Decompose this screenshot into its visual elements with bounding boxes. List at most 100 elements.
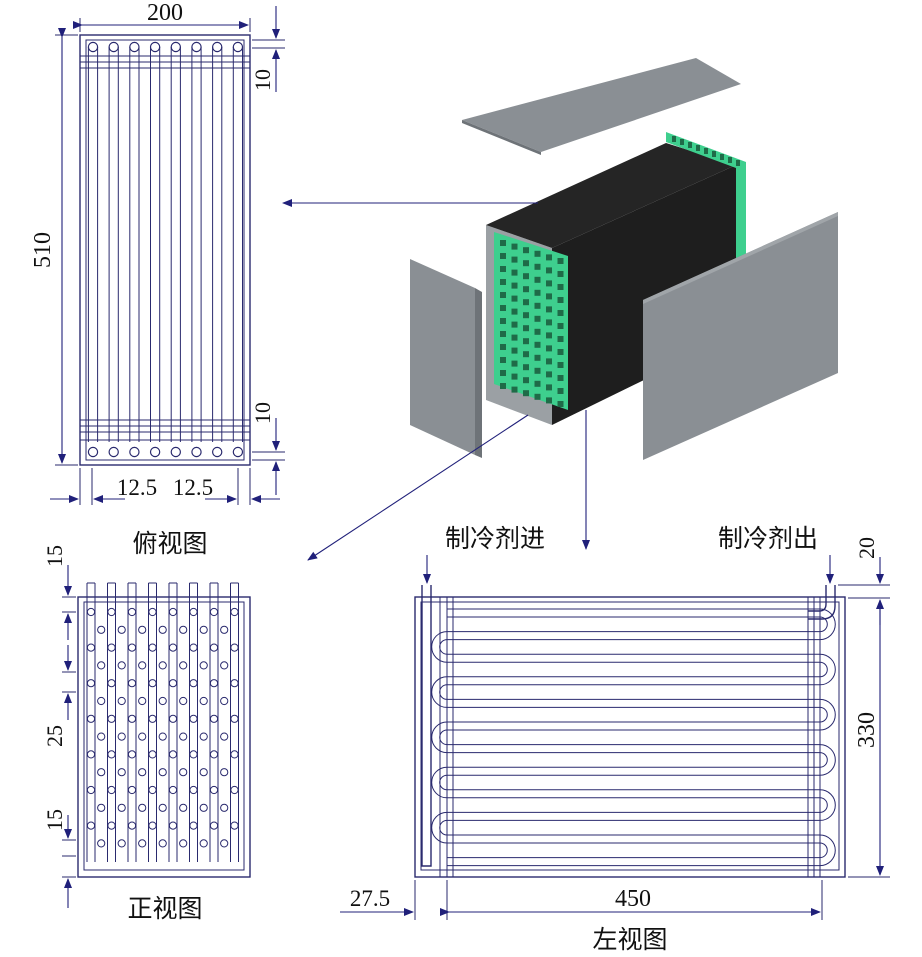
pitch-right-dimension: 12.5	[173, 475, 213, 500]
top-tube-end-lower	[170, 446, 181, 458]
fin-slot	[511, 269, 518, 276]
front-tube-circle	[117, 696, 126, 706]
rear-fin-slot	[696, 145, 700, 151]
arrow-to-front-view	[307, 414, 529, 561]
fin-slot	[534, 354, 541, 361]
front-tube-circle	[158, 661, 167, 670]
coil-return-bend	[819, 744, 836, 776]
fin-slot	[557, 375, 564, 381]
front-tube-circle	[158, 803, 167, 812]
front-tube-circle	[117, 839, 126, 848]
front-tube-circle	[107, 785, 116, 795]
fin-slot	[523, 364, 529, 371]
front-tube-circle	[117, 803, 126, 812]
front-tube-circle	[158, 696, 167, 706]
front-tube-circle	[179, 768, 188, 777]
coil-return-bend	[431, 811, 448, 844]
top-edge-dimension: 10	[250, 69, 275, 91]
front-tube-circle	[189, 785, 198, 795]
coil-core-side	[552, 165, 736, 425]
front-tube-circle	[127, 821, 137, 830]
fin-slot	[557, 271, 564, 277]
coil-return-bend	[819, 797, 828, 813]
front-tube-circle	[127, 679, 137, 688]
rear-fin-slot	[680, 139, 684, 145]
top-tube-end-upper	[232, 41, 244, 53]
front-tube-circle	[107, 821, 116, 830]
refrigerant-inlet-label: 制冷剂进	[445, 524, 545, 553]
fin-slot	[523, 377, 529, 384]
front-tube-circle	[127, 785, 137, 795]
side-offset-dimension: 27.5	[350, 886, 390, 911]
front-view-title: 正视图	[127, 894, 202, 923]
fin-slot	[534, 367, 541, 374]
inlet-pipe	[421, 585, 432, 867]
front-tube-circle	[107, 607, 116, 617]
front-tube-circle	[199, 768, 208, 777]
coil-return-bend	[819, 789, 836, 821]
fin-slot	[534, 250, 541, 257]
fin-slot	[500, 383, 506, 389]
fin-slot	[500, 318, 506, 324]
coil-return-bend	[431, 721, 448, 754]
front-tube-circle	[138, 696, 147, 706]
front-tube-circle	[230, 821, 239, 830]
front-tube-circle	[117, 768, 126, 777]
top-tube-end-upper	[129, 41, 140, 53]
fin-slot	[500, 370, 506, 376]
front-tube-circle	[148, 679, 157, 688]
fin-slot	[534, 289, 541, 296]
fin-slot	[557, 336, 564, 342]
front-tube-circle	[97, 803, 106, 812]
front-tube-circle	[138, 661, 147, 670]
fin-slot	[523, 299, 529, 306]
fin-slot	[511, 256, 518, 263]
top-view-outer-frame	[79, 34, 251, 466]
fin-slot	[557, 297, 564, 303]
front-tube-circle	[117, 661, 126, 670]
fin-slot	[546, 332, 552, 339]
front-tube-circle	[209, 750, 219, 759]
coil-return-bend	[819, 616, 828, 633]
fin-slot	[500, 266, 506, 272]
front-tube-circle	[148, 607, 157, 617]
front-tube-circle	[199, 661, 208, 670]
top-tube-end-upper	[211, 41, 223, 53]
front-tube-circle	[209, 821, 219, 830]
front-tube-circle	[209, 785, 219, 795]
front-view: 15 25 15 正视图	[42, 545, 251, 923]
front-tube-circle	[138, 803, 147, 812]
coil-return-bend	[819, 706, 828, 723]
front-view-outer-frame	[77, 596, 251, 878]
front-tube-circle	[127, 643, 137, 652]
front-tube-circle	[86, 679, 96, 688]
fin-slot	[511, 308, 518, 315]
front-tube-circle	[209, 607, 219, 617]
front-tube-circle	[189, 750, 198, 759]
front-mid-dimension: 25	[42, 725, 67, 747]
right-side-panel	[643, 212, 838, 460]
front-tube-circle	[158, 625, 167, 634]
front-tube-circle	[168, 714, 178, 723]
top-cover-panel	[462, 58, 741, 152]
coil-return-bend	[819, 661, 828, 678]
front-tube-circle	[86, 643, 96, 652]
fin-slot	[511, 321, 518, 328]
rear-fin-strip	[666, 132, 746, 262]
fin-slot	[557, 349, 564, 355]
front-tube-circle	[117, 732, 126, 741]
fin-slot	[534, 276, 541, 283]
top-tube-end-lower	[108, 446, 119, 458]
fin-slot	[534, 315, 541, 322]
coil-return-bend	[819, 842, 828, 859]
front-tube-circle	[199, 803, 208, 812]
top-tube-end-lower	[87, 446, 99, 458]
front-tube-circle	[230, 785, 239, 795]
front-tube-circle	[86, 750, 96, 759]
top-tube-end-upper	[108, 41, 119, 53]
front-tube-circle	[168, 750, 178, 759]
coil-top-face	[486, 143, 736, 248]
front-tube-circle	[189, 821, 198, 830]
front-tube-circle	[209, 643, 219, 652]
front-tube-circle	[97, 732, 106, 741]
